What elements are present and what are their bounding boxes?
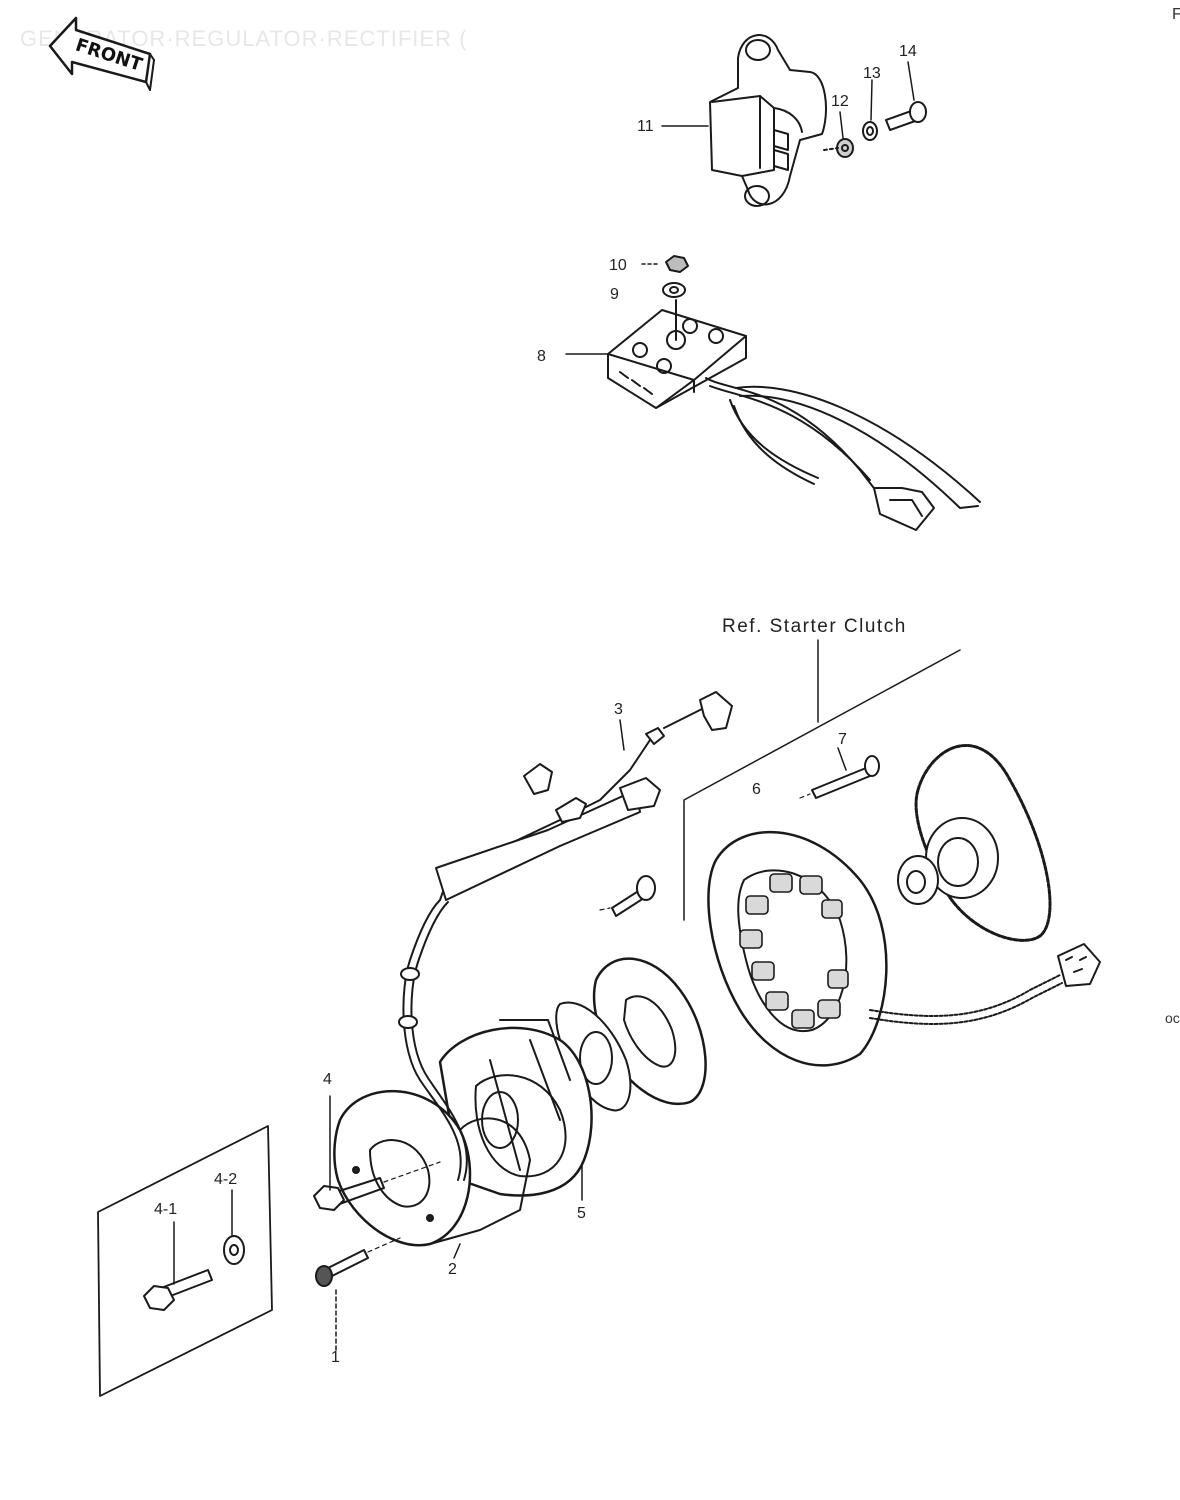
callout-10: 10 xyxy=(609,257,627,274)
callout-12: 12 xyxy=(831,93,849,110)
nut-icon xyxy=(836,138,854,158)
rotor-core-icon xyxy=(555,957,707,1112)
callout-leaders xyxy=(173,61,915,1351)
washer-icon xyxy=(662,282,686,298)
callout-6: 6 xyxy=(752,781,761,798)
bolt-icon xyxy=(313,1177,385,1211)
callout-4: 4 xyxy=(323,1071,332,1088)
gear-icon xyxy=(897,744,1052,942)
regulator-icon xyxy=(709,34,827,207)
coil-housing-icon xyxy=(438,1019,593,1197)
bolt-icon xyxy=(611,875,656,917)
callout-5: 5 xyxy=(577,1205,586,1222)
bolt-kit-inset-panel xyxy=(97,1125,273,1397)
callout-11: 11 xyxy=(637,118,654,135)
edge-mark-top-right: F xyxy=(1172,6,1180,23)
callout-9: 9 xyxy=(610,286,619,303)
stator-icon xyxy=(707,830,1101,1067)
reference-note: Ref. Starter Clutch xyxy=(722,616,907,637)
nut-icon xyxy=(665,255,689,273)
callout-1: 1 xyxy=(331,1349,340,1366)
callout-2: 2 xyxy=(448,1261,457,1278)
edge-mark-right: oc xyxy=(1165,1010,1180,1026)
starter-clutch-reference-panel xyxy=(683,639,961,921)
front-arrow-icon xyxy=(48,16,155,91)
callout-8: 8 xyxy=(537,348,546,365)
callout-4-2: 4-2 xyxy=(214,1171,237,1188)
bolt-icon xyxy=(315,1249,369,1287)
bolt-icon xyxy=(885,101,927,131)
callout-4-1: 4-1 xyxy=(154,1201,177,1218)
rectifier-icon xyxy=(607,299,981,531)
wiring-harness-icon xyxy=(398,691,733,1181)
washer-icon xyxy=(862,121,878,141)
assembly-axis-lines xyxy=(367,793,811,1253)
bolt-icon xyxy=(811,755,880,799)
callout-13: 13 xyxy=(863,65,881,82)
callout-3: 3 xyxy=(614,701,623,718)
callout-14: 14 xyxy=(899,43,917,60)
bolt-icon xyxy=(143,1269,213,1311)
callout-7: 7 xyxy=(838,731,847,748)
rotor-icon xyxy=(333,1090,531,1247)
washer-icon xyxy=(223,1235,245,1265)
